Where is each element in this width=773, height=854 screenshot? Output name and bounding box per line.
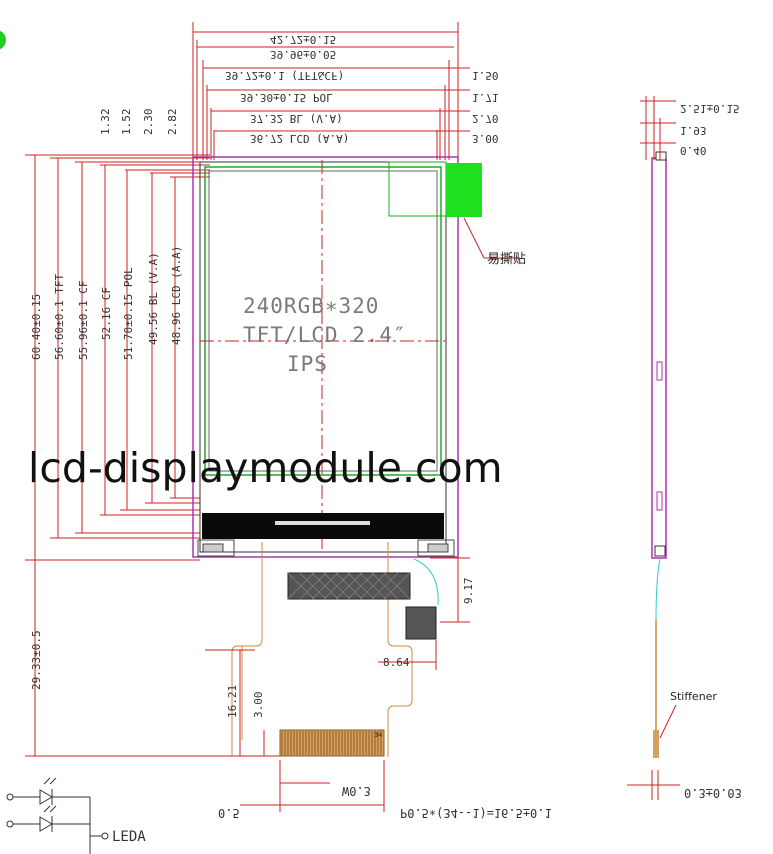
dim-right-4: 3.00: [472, 132, 499, 145]
dim-lcd-aa: 36.72 LCD (A.A): [250, 132, 349, 145]
leda-label: LEDA: [112, 829, 146, 845]
dim-flex-height: 29.33±0.5: [30, 630, 43, 690]
side-dimension-lines: [627, 96, 680, 800]
dim-flex-b: 3.00: [252, 692, 265, 719]
top-dimension-labels: 42.72±0.15 39.96±0.05 39.72±0.1 (TFT&CF)…: [225, 33, 499, 145]
stiffener-label: Stiffener: [670, 690, 717, 703]
dim-width-2: 39.96±0.05: [270, 48, 336, 61]
left-dimension-labels: 60.40±0.15 56.60±0.1 TFT 55.96±0.1 CF 52…: [30, 246, 183, 690]
dim-bl-va: 37.32 BL (V.A): [250, 112, 343, 125]
top-left-small-dims: 1.32 1.52 2.30 2.82: [99, 109, 179, 136]
dim-2-82: 2.82: [166, 109, 179, 136]
dim-pin-formula: P0.5∗(34--1)=16.5±0.1: [400, 806, 552, 820]
dim-right-1: 1.50: [472, 69, 499, 82]
dim-side-1: 2.51±0.15: [680, 102, 740, 115]
watermark: lcd-displaymodule.com: [28, 444, 503, 492]
connector-fingers: [279, 729, 385, 757]
dim-cf-height: 55.96±0.1 CF: [77, 281, 90, 360]
dim-pitch: W0.3: [342, 784, 371, 798]
connector-finger-lines: [281, 731, 382, 755]
dim-ic-offset: 9.17: [462, 578, 475, 605]
dim-ic-width: 8.64: [383, 656, 410, 669]
dim-lcd-height: 48.96 LCD (A.A): [170, 246, 183, 345]
flex-dimension-labels: 9.17 8.64 16.21 3.00 W0.3 0.5 P0.5∗(34--…: [218, 578, 552, 821]
dim-side-bottom: 0.3±0.03: [684, 786, 742, 800]
tab-label: 易撕贴: [487, 252, 526, 267]
dim-flex-a: 16.21: [226, 685, 239, 718]
dim-pol: 39.30±0.15 POL: [240, 91, 333, 104]
dim-2-30: 2.30: [142, 109, 155, 136]
dim-side-3: 0.40: [680, 144, 707, 157]
side-dimension-labels: 2.51±0.15 1.93 0.40 0.3±0.03: [680, 102, 742, 800]
dim-tft-cf: 39.72±0.1 (TFT&CF): [225, 69, 344, 82]
panel-text: IPS: [287, 352, 328, 376]
dim-cf2-height: 52.16 CF: [100, 287, 113, 340]
top-dimensions: [192, 22, 470, 160]
dim-tft-height: 56.60±0.1 TFT: [53, 274, 66, 360]
dim-total-height: 60.40±0.15: [30, 294, 43, 360]
dim-pad-offset: 0.5: [218, 806, 240, 820]
lcd-module: 易撕贴: [192, 156, 526, 558]
led-schematic: [6, 777, 109, 854]
flex-ic-chip: [405, 606, 437, 640]
dim-1-52: 1.52: [120, 109, 133, 136]
dim-bl-height: 49.56 BL (V.A): [147, 252, 160, 345]
side-view: Stiffener: [651, 151, 717, 758]
type-text: TFT/LCD 2.4″: [243, 323, 407, 347]
dim-1-32: 1.32: [99, 109, 112, 136]
flex-ic-hatch: [287, 572, 411, 600]
dim-side-2: 1.93: [680, 124, 707, 137]
corner-mark: [0, 30, 6, 50]
resolution-text: 240RGB∗320: [243, 294, 379, 318]
dim-total-width: 42.72±0.15: [270, 33, 336, 46]
flex-dimension-lines: [205, 557, 470, 812]
connector-pin-label: 34: [374, 731, 382, 739]
left-dimension-lines: [25, 154, 280, 757]
display-spec-text: 240RGB∗320 TFT/LCD 2.4″ IPS: [243, 294, 407, 376]
dim-pol-height: 51.70±0.15 POL: [122, 267, 135, 360]
dim-right-2: 1.71: [472, 91, 499, 104]
dim-right-3: 2.70: [472, 112, 499, 125]
